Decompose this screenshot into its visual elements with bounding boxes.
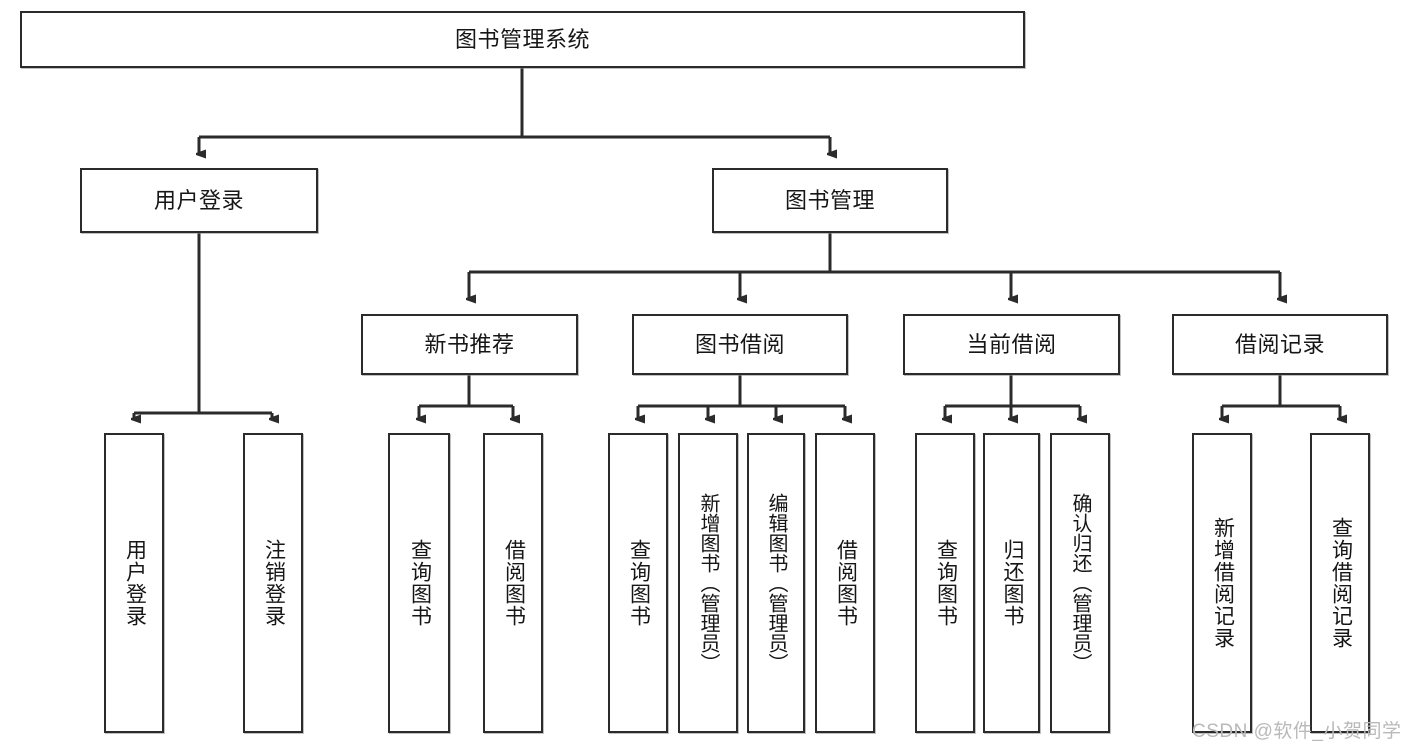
node-leaf-user-logout-label: 注销登录 [262,539,286,627]
node-leaf-borrow-book-recommend-label: 借阅图书 [502,539,526,627]
node-leaf-return-book[interactable]: 归还图书 [983,433,1040,733]
csdn-watermark: CSDN @软件_小贺同学 [1192,721,1402,742]
node-leaf-query-book-current[interactable]: 查询图书 [915,433,975,733]
node-leaf-user-login-label: 用户登录 [123,539,147,627]
node-user-login-label: 用户登录 [153,187,244,213]
node-leaf-query-book-recommend-label: 查询图书 [408,539,432,627]
node-new-book-recommend[interactable]: 新书推荐 [361,314,578,375]
node-current-borrow[interactable]: 当前借阅 [903,314,1120,375]
node-leaf-borrow-book[interactable]: 借阅图书 [815,433,875,733]
node-user-login[interactable]: 用户登录 [80,168,318,233]
node-leaf-query-book-borrow[interactable]: 查询图书 [608,433,668,733]
node-leaf-query-book-recommend[interactable]: 查询图书 [388,433,450,733]
node-root-label: 图书管理系统 [454,26,590,52]
node-leaf-confirm-return-admin[interactable]: 确认归还（管理员） [1050,433,1110,733]
node-leaf-borrow-book-recommend[interactable]: 借阅图书 [483,433,543,733]
node-leaf-borrow-book-label: 借阅图书 [834,539,858,627]
node-book-manage-label: 图书管理 [784,187,875,213]
node-leaf-edit-book-admin-label: 编辑图书（管理员） [765,493,787,673]
node-leaf-query-borrow-record-label: 查询借阅记录 [1329,517,1353,649]
node-leaf-confirm-return-admin-label: 确认归还（管理员） [1069,493,1091,673]
node-root[interactable]: 图书管理系统 [20,11,1025,68]
node-new-book-recommend-label: 新书推荐 [424,331,515,357]
node-book-manage[interactable]: 图书管理 [712,168,948,233]
node-leaf-add-borrow-record[interactable]: 新增借阅记录 [1192,433,1252,733]
node-borrow-record[interactable]: 借阅记录 [1172,314,1388,375]
node-leaf-query-borrow-record[interactable]: 查询借阅记录 [1310,433,1370,733]
node-leaf-add-book-admin[interactable]: 新增图书（管理员） [678,433,738,733]
node-leaf-add-book-admin-label: 新增图书（管理员） [697,493,719,673]
node-book-borrow[interactable]: 图书借阅 [632,314,848,375]
node-leaf-edit-book-admin[interactable]: 编辑图书（管理员） [747,433,805,733]
node-leaf-user-logout[interactable]: 注销登录 [243,433,303,733]
node-leaf-query-book-current-label: 查询图书 [934,539,958,627]
node-current-borrow-label: 当前借阅 [966,331,1057,357]
node-leaf-user-login[interactable]: 用户登录 [104,433,164,733]
node-book-borrow-label: 图书借阅 [694,331,785,357]
node-leaf-add-borrow-record-label: 新增借阅记录 [1211,517,1235,649]
node-leaf-return-book-label: 归还图书 [1000,539,1024,627]
node-borrow-record-label: 借阅记录 [1234,331,1325,357]
node-leaf-query-book-borrow-label: 查询图书 [627,539,651,627]
